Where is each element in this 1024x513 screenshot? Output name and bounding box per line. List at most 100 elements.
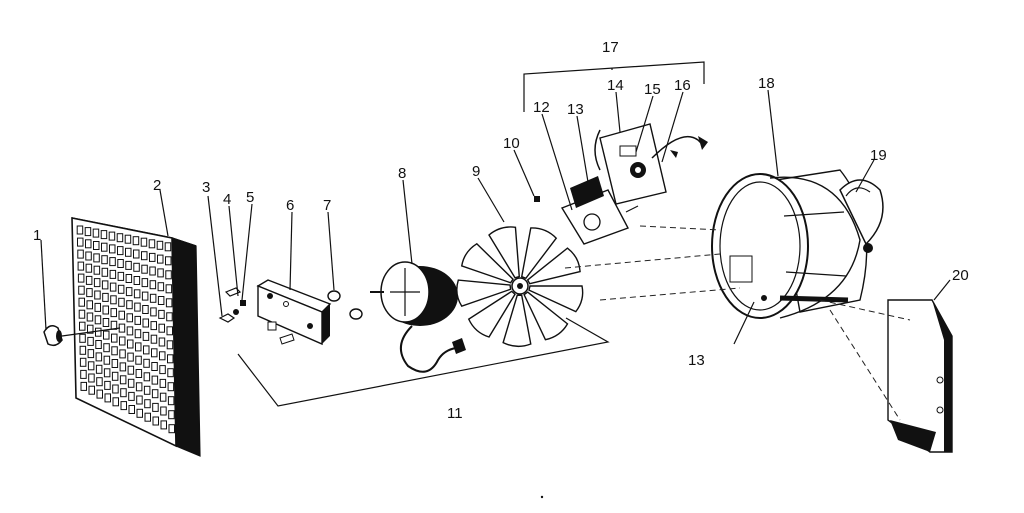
grille-cell	[85, 239, 92, 249]
grille-cell	[143, 345, 150, 355]
grille-cell	[92, 228, 100, 238]
grille-cell	[127, 352, 134, 362]
grille-cell	[79, 357, 87, 367]
grille-cell	[134, 315, 141, 325]
grille-cell	[80, 369, 87, 379]
grille-cell	[119, 362, 127, 372]
control-assembly	[560, 123, 708, 245]
grille-cell	[133, 249, 140, 259]
grille-cell	[125, 260, 132, 270]
grille-cell	[149, 280, 157, 290]
callout-8: 8	[398, 165, 406, 182]
callout-15: 15	[644, 81, 661, 98]
grille-cell	[149, 252, 156, 262]
callout-10: 10	[503, 135, 520, 152]
grille-cell	[94, 302, 101, 312]
grille-cell	[102, 318, 110, 327]
grille-cell	[133, 276, 141, 285]
grille-cell	[109, 257, 116, 267]
callout-7: 7	[323, 197, 331, 214]
fan-blade-vane	[523, 291, 569, 341]
grille-cell	[110, 295, 117, 305]
grille-cell	[160, 420, 167, 430]
grille-cell	[151, 389, 159, 399]
grille-cell	[135, 355, 142, 365]
grille-cell	[166, 326, 173, 336]
grille-cell	[157, 254, 164, 264]
grille-cell	[85, 263, 93, 273]
grille-cell	[168, 410, 175, 420]
grille-cell	[166, 312, 173, 322]
fan-blade-vane	[520, 227, 558, 280]
grille-cell	[77, 249, 84, 259]
grille-cell	[143, 358, 150, 368]
grille-cell	[86, 288, 93, 298]
grille-cell	[128, 391, 135, 401]
grille-cell	[86, 300, 93, 310]
grille-cell	[101, 267, 109, 277]
leader-lines	[40, 89, 951, 345]
grille-cell	[150, 334, 158, 344]
grille-cell	[117, 259, 124, 268]
grille-cell	[164, 242, 172, 252]
callout-2: 2	[153, 177, 161, 194]
grille-cell	[87, 361, 95, 371]
grille-cell	[100, 230, 108, 240]
grille-cell	[144, 412, 151, 422]
callout-20: 20	[952, 267, 969, 284]
callout-19: 19	[870, 147, 887, 164]
motor-bracket-plate	[256, 279, 332, 346]
grille-cell	[165, 298, 173, 308]
grille-cell	[93, 241, 100, 250]
grille-cell	[141, 291, 149, 301]
grille-cell	[126, 300, 133, 310]
grille-cell	[79, 333, 86, 343]
bushing	[327, 290, 363, 320]
grille-cell	[76, 225, 84, 235]
grille-cell	[111, 371, 119, 381]
grille-cell	[165, 256, 172, 266]
grille-cell	[135, 369, 143, 378]
callout-6: 6	[286, 197, 294, 214]
grille-cell	[135, 382, 143, 392]
assembly-bracket-17	[523, 61, 705, 112]
grille-cell	[77, 261, 85, 271]
grille-cell	[94, 315, 102, 325]
grille-cell	[136, 395, 143, 405]
nut	[534, 196, 540, 202]
grille-cell	[159, 378, 167, 388]
grille-cell	[117, 271, 125, 281]
grille-cell	[119, 375, 127, 385]
grille-cell	[93, 265, 101, 275]
fan-blade-vane	[456, 279, 512, 307]
grille-cell	[103, 355, 111, 365]
fan-blade	[456, 226, 584, 348]
grille-cell	[112, 397, 119, 407]
mounting-bracket	[887, 299, 953, 453]
grille-cell	[127, 339, 134, 349]
grille-cell	[149, 266, 156, 276]
grille-cell	[125, 274, 133, 283]
grille-cell	[133, 262, 140, 272]
callout-16: 16	[674, 77, 691, 94]
grille-cell	[167, 354, 174, 364]
grille-cell	[127, 365, 135, 375]
grille-cell	[103, 368, 111, 378]
callout-3: 3	[202, 179, 210, 196]
grille-cell	[142, 305, 149, 314]
grille-cell	[85, 275, 93, 285]
grille-panel	[71, 217, 201, 457]
callout-4: 4	[223, 191, 231, 208]
callout-14: 14	[607, 77, 624, 94]
grille-cell	[116, 233, 124, 243]
screw-clip-parts	[218, 287, 246, 323]
grille-cell	[110, 308, 117, 318]
grille-cell	[109, 282, 117, 292]
grille-cell	[165, 270, 172, 280]
housing-drum	[711, 169, 868, 319]
grille-cell	[126, 326, 134, 336]
grille-cell	[87, 349, 95, 359]
grille-cell	[141, 264, 148, 274]
callout-17: 17	[602, 39, 619, 56]
fan-blade-vane	[460, 242, 514, 284]
